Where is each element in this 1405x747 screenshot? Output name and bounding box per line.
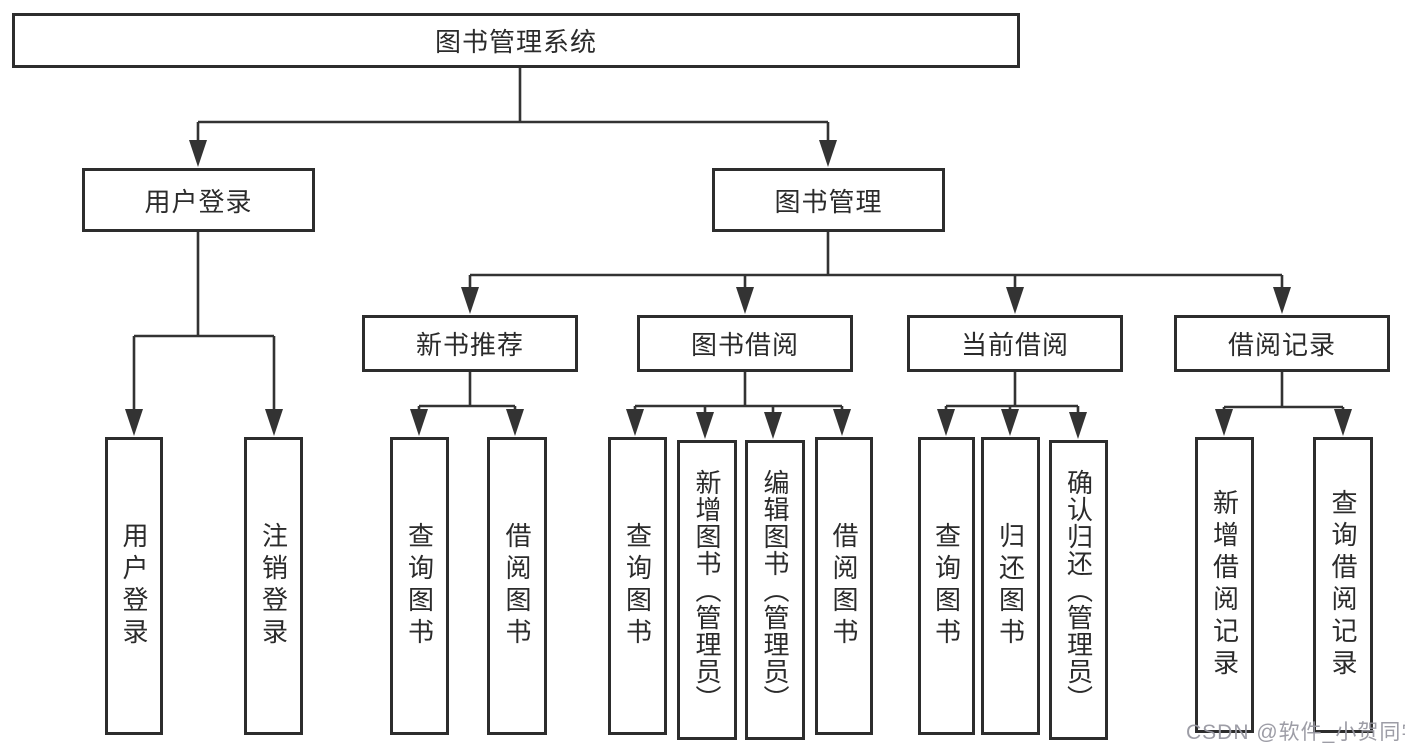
node-user-login-label: 用户登录 [144, 186, 253, 217]
leaf-borrow-books-label: 借阅图书 [829, 522, 859, 650]
node-book-management-label: 图书管理 [774, 186, 883, 217]
node-borrowing-records: 借阅记录 [1174, 315, 1390, 372]
arrowheads [125, 140, 1352, 439]
leaf-borrow-books-recommend: 借阅图书 [487, 437, 547, 735]
leaf-query-books-borrow-label: 查询图书 [622, 522, 653, 650]
leaf-logout: 注销登录 [244, 437, 303, 735]
leaf-query-books-current: 查询图书 [918, 437, 975, 735]
leaf-query-borrow-record: 查询借阅记录 [1313, 437, 1373, 733]
leaf-edit-book-admin: 编辑图书（管理员） [745, 440, 805, 740]
leaf-query-books-current-label: 查询图书 [931, 522, 962, 650]
leaf-edit-book-admin-label: 编辑图书（管理员） [760, 468, 790, 712]
csdn-watermark: CSDN @软件_小贺同学 [1186, 721, 1405, 744]
leaf-query-books-recommend: 查询图书 [390, 437, 449, 735]
node-borrowing-records-label: 借阅记录 [1227, 330, 1336, 360]
node-book-management: 图书管理 [712, 168, 945, 232]
leaf-user-login: 用户登录 [105, 437, 163, 735]
node-current-borrowing: 当前借阅 [907, 315, 1123, 372]
leaf-add-borrow-record-label: 新增借阅记录 [1209, 489, 1240, 681]
node-new-book-recommend: 新书推荐 [362, 315, 578, 372]
leaf-return-books-label: 归还图书 [995, 522, 1026, 650]
leaf-add-book-admin-label: 新增图书（管理员） [692, 468, 722, 712]
node-current-borrowing-label: 当前借阅 [960, 330, 1069, 360]
node-book-borrowing-label: 图书借阅 [690, 330, 799, 360]
node-book-borrowing: 图书借阅 [637, 315, 853, 372]
leaf-borrow-books: 借阅图书 [815, 437, 873, 735]
leaf-confirm-return-admin: 确认归还（管理员） [1049, 440, 1108, 740]
leaf-query-borrow-record-label: 查询借阅记录 [1328, 489, 1358, 681]
leaf-add-borrow-record: 新增借阅记录 [1195, 437, 1254, 733]
node-user-login: 用户登录 [82, 168, 315, 232]
leaf-query-books-recommend-label: 查询图书 [404, 522, 435, 650]
leaf-return-books: 归还图书 [981, 437, 1040, 735]
node-root-label: 图书管理系统 [434, 27, 597, 57]
leaf-user-login-label: 用户登录 [119, 522, 149, 650]
leaf-confirm-return-admin-label: 确认归还（管理员） [1063, 468, 1094, 712]
node-new-book-recommend-label: 新书推荐 [415, 330, 524, 360]
leaf-query-books-borrow: 查询图书 [608, 437, 667, 735]
leaf-add-book-admin: 新增图书（管理员） [677, 440, 737, 740]
leaf-borrow-books-recommend-label: 借阅图书 [502, 522, 532, 650]
node-root: 图书管理系统 [12, 13, 1020, 68]
leaf-logout-label: 注销登录 [258, 522, 289, 650]
